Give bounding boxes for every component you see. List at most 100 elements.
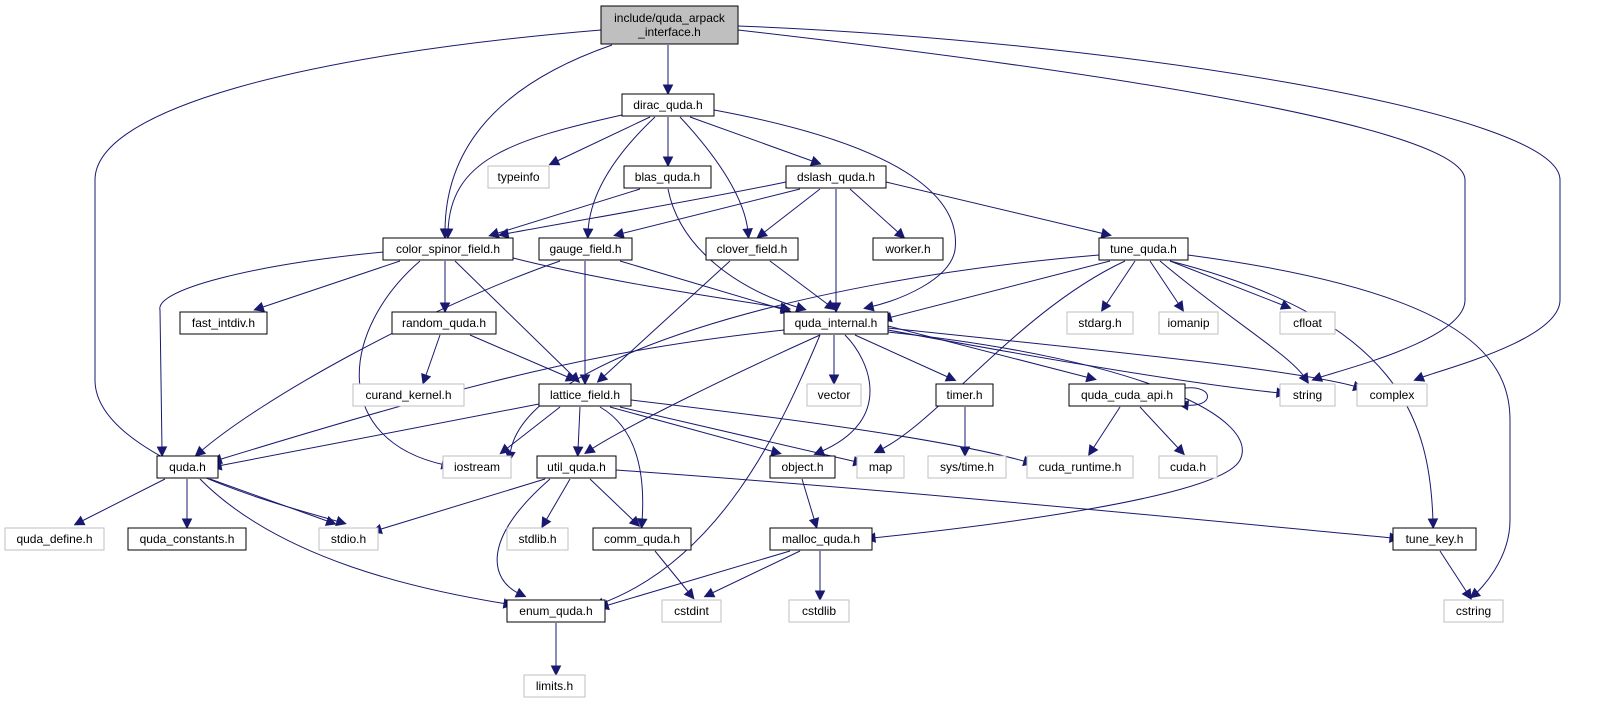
arrowhead-icon xyxy=(596,371,609,383)
arrowhead-icon xyxy=(613,228,625,239)
node-timer[interactable]: timer.h xyxy=(935,383,994,407)
node-quda[interactable]: quda.h xyxy=(156,455,219,479)
node-cstdlib: cstdlib xyxy=(788,599,850,623)
edge-dirac_quda-to-dslash_quda xyxy=(689,116,822,166)
edge-quda_internal-to-malloc_quda xyxy=(864,331,1243,543)
node-blas-quda[interactable]: blas_quda.h xyxy=(623,165,712,189)
node-sys-time: sys/time.h xyxy=(927,455,1007,479)
arrowhead-icon xyxy=(795,301,807,313)
arrowhead-icon xyxy=(421,372,432,385)
edge-lattice_field-to-object xyxy=(609,406,782,457)
edge-line xyxy=(94,29,602,523)
node-box xyxy=(523,674,586,698)
arrowhead-icon xyxy=(499,443,512,455)
edge-malloc_quda-to-cstdlib xyxy=(814,551,826,602)
node-worker[interactable]: worker.h xyxy=(872,237,944,261)
node-malloc-quda[interactable]: malloc_quda.h xyxy=(769,527,873,551)
arrowhead-icon xyxy=(1085,371,1097,383)
node-quda-internal[interactable]: quda_internal.h xyxy=(783,311,889,335)
node-util-quda[interactable]: util_quda.h xyxy=(536,455,617,479)
edge-line xyxy=(209,478,331,523)
node-dirac-quda[interactable]: dirac_quda.h xyxy=(621,93,715,117)
node-tune-quda[interactable]: tune_quda.h xyxy=(1098,237,1189,261)
node-root[interactable]: include/quda_arpack_interface.h xyxy=(600,5,739,45)
node-label: quda.h xyxy=(169,460,206,474)
node-tune-key[interactable]: tune_key.h xyxy=(1392,527,1477,551)
node-label: cuda.h xyxy=(1170,460,1206,474)
edge-line xyxy=(599,334,821,605)
node-quda-define: quda_define.h xyxy=(4,527,105,551)
node-enum-quda[interactable]: enum_quda.h xyxy=(506,599,606,623)
node-box xyxy=(1158,311,1219,335)
node-lattice-field[interactable]: lattice_field.h xyxy=(538,383,632,407)
arrowhead-icon xyxy=(662,84,674,96)
node-gauge-field[interactable]: gauge_field.h xyxy=(538,237,633,261)
arrowhead-icon xyxy=(514,587,527,598)
node-box xyxy=(769,455,836,479)
node-box xyxy=(806,383,862,407)
edge-color_spinor_field-to-iostream xyxy=(358,260,452,470)
arrowhead-icon xyxy=(1311,371,1324,382)
node-comm-quda[interactable]: comm_quda.h xyxy=(592,527,692,551)
node-limits: limits.h xyxy=(523,674,586,698)
node-label: tune_quda.h xyxy=(1110,242,1177,256)
node-label: cfloat xyxy=(1293,316,1322,330)
node-label: quda_internal.h xyxy=(795,316,878,330)
arrowhead-icon xyxy=(1469,587,1482,599)
edge-line xyxy=(544,478,571,523)
edge-line xyxy=(577,406,581,451)
node-dslash-quda[interactable]: dslash_quda.h xyxy=(785,165,887,189)
node-color-spinor-field[interactable]: color_spinor_field.h xyxy=(382,237,514,261)
edge-line xyxy=(512,257,785,309)
edge-line xyxy=(217,403,540,467)
arrowhead-icon xyxy=(541,516,552,529)
node-clover-field[interactable]: clover_field.h xyxy=(705,237,799,261)
arrowhead-icon xyxy=(1461,588,1472,600)
edge-quda-to-quda_define xyxy=(73,478,166,526)
edge-line xyxy=(494,188,641,235)
node-label: cuda_runtime.h xyxy=(1039,460,1122,474)
edge-root-to-complex xyxy=(737,25,1561,382)
edge-lattice_field-to-util_quda xyxy=(572,406,584,458)
edge-line xyxy=(259,260,401,309)
node-box xyxy=(592,527,692,551)
edge-line xyxy=(554,116,651,163)
node-object[interactable]: object.h xyxy=(769,455,836,479)
edge-tune_quda-to-iomanip xyxy=(1149,260,1184,312)
edge-util_quda-to-comm_quda xyxy=(589,478,641,527)
node-label: object.h xyxy=(781,460,823,474)
node-cstdint: cstdint xyxy=(661,599,722,623)
edge-dslash_quda-to-worker xyxy=(849,188,906,239)
arrowhead-icon xyxy=(181,518,193,530)
arrowhead-icon xyxy=(488,227,500,239)
node-label: gauge_field.h xyxy=(549,242,621,256)
edge-line xyxy=(871,331,1243,539)
arrowhead-icon xyxy=(194,445,207,457)
node-random-quda[interactable]: random_quda.h xyxy=(391,311,497,335)
node-box xyxy=(4,527,105,551)
edge-line xyxy=(599,406,644,523)
arrowhead-icon xyxy=(703,587,716,598)
node-label: tune_key.h xyxy=(1406,532,1464,546)
node-box xyxy=(391,311,497,335)
node-fast-intdiv[interactable]: fast_intdiv.h xyxy=(179,311,268,335)
node-quda-cuda-api[interactable]: quda_cuda_api.h xyxy=(1068,383,1186,407)
arrowhead-icon xyxy=(442,228,454,240)
edge-line xyxy=(654,550,691,595)
arrowhead-icon xyxy=(1100,228,1112,239)
node-box xyxy=(1098,237,1189,261)
node-label: quda_cuda_api.h xyxy=(1081,388,1173,402)
node-box xyxy=(506,599,606,623)
node-box xyxy=(1068,383,1186,407)
arrowhead-icon xyxy=(683,587,695,600)
node-label: quda_define.h xyxy=(16,532,92,546)
edge-line xyxy=(879,260,1126,451)
arrowhead-icon xyxy=(335,515,347,527)
edge-dirac_quda-to-typeinfo xyxy=(548,116,651,166)
edge-line xyxy=(887,260,1111,319)
edge-blas_quda-to-quda_internal xyxy=(667,188,807,313)
node-label: iomanip xyxy=(1167,316,1209,330)
node-quda-constants[interactable]: quda_constants.h xyxy=(127,527,247,551)
edge-line xyxy=(589,478,636,523)
